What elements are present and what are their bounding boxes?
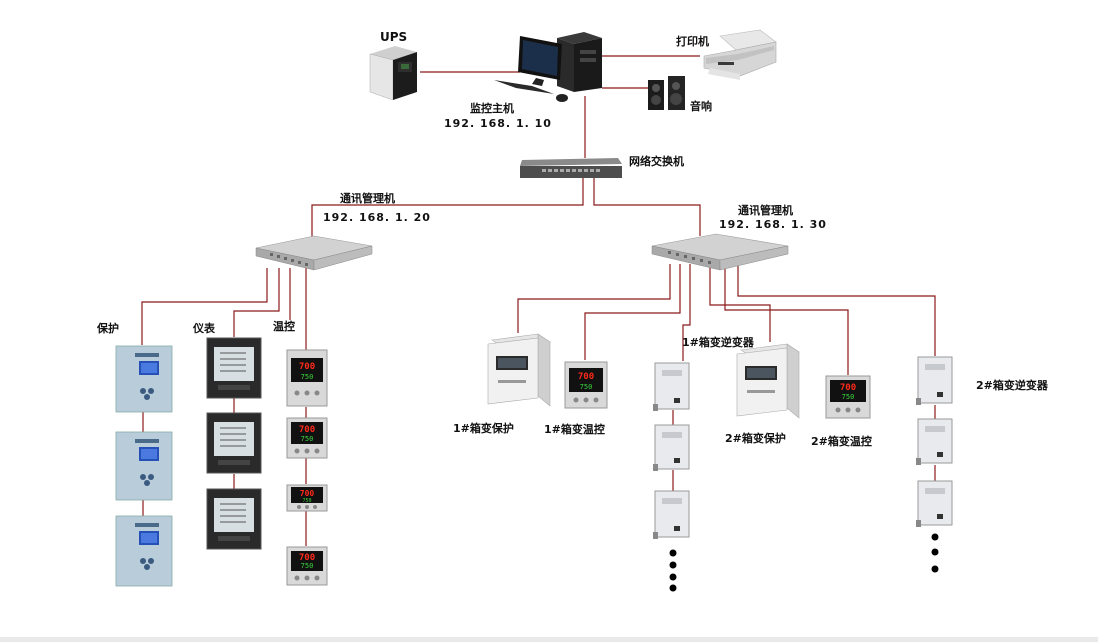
svg-text:750: 750	[842, 393, 855, 401]
svg-text:700: 700	[840, 383, 856, 393]
box2-protection-icon	[736, 343, 800, 419]
box2-inverter-2-icon	[916, 418, 953, 465]
temp-controller-3-icon: 700 750	[286, 484, 328, 512]
svg-text:700: 700	[578, 372, 594, 382]
box1-inverter-2-icon	[653, 424, 690, 471]
box2-temp-icon: 700 750	[825, 375, 871, 419]
svg-text:750: 750	[301, 373, 314, 381]
meter-2-icon	[206, 412, 262, 474]
mgr-right-icon	[651, 233, 789, 271]
svg-text:700: 700	[299, 362, 315, 372]
box2-protection-label: 2#箱变保护	[725, 432, 786, 445]
bottom-edge	[0, 637, 1098, 642]
box2-inverter-label: 2#箱变逆变器	[976, 379, 1048, 392]
svg-text:750: 750	[301, 562, 314, 570]
svg-text:700: 700	[299, 553, 315, 563]
host-label: 监控主机	[470, 102, 514, 115]
mgr-left-ip: 192. 168. 1. 20	[323, 211, 431, 224]
speaker-label: 音响	[690, 100, 712, 113]
box1-protection-icon	[487, 333, 551, 407]
box1-protection-label: 1#箱变保护	[453, 422, 514, 435]
temp-controller-4-icon: 700 750	[286, 546, 328, 586]
protection-relay-3-icon	[115, 515, 173, 587]
meter-3-icon	[206, 488, 262, 550]
protection-relay-2-icon	[115, 431, 173, 501]
box2-inverter-3-icon	[916, 480, 953, 527]
svg-text:750: 750	[580, 383, 593, 391]
ups-icon	[369, 46, 417, 101]
printer-label: 打印机	[676, 35, 709, 48]
temp-controller-2-icon: 700 750	[286, 417, 328, 459]
protection-label: 保护	[97, 322, 119, 335]
host-ip: 192. 168. 1. 10	[444, 117, 552, 130]
box1-temp-icon: 700 750	[564, 361, 608, 409]
svg-text:750: 750	[302, 498, 311, 504]
mgr-right-label: 通讯管理机	[738, 204, 793, 217]
svg-text:700: 700	[300, 489, 315, 498]
temp-label: 温控	[273, 320, 295, 333]
mgr-right-ip: 192. 168. 1. 30	[719, 218, 827, 231]
host-computer-icon	[494, 32, 602, 102]
box2-inverter-1-icon	[916, 356, 953, 405]
protection-relay-1-icon	[115, 345, 173, 413]
box1-inverter-1-icon	[653, 362, 690, 411]
box2-temp-label: 2#箱变温控	[811, 435, 872, 448]
mgr-left-label: 通讯管理机	[340, 192, 395, 205]
box1-inverter-3-icon	[653, 490, 690, 539]
printer-icon	[703, 29, 777, 80]
switch-label: 网络交换机	[629, 155, 684, 168]
meter-1-icon	[206, 337, 262, 399]
box2-more-dots-icon	[931, 533, 939, 573]
ups-label: UPS	[380, 30, 408, 44]
svg-text:700: 700	[299, 425, 315, 435]
network-switch-icon	[520, 158, 622, 178]
box1-temp-label: 1#箱变温控	[544, 423, 605, 436]
meter-label: 仪表	[193, 322, 215, 335]
speaker-icon	[648, 76, 685, 110]
temp-controller-1-icon: 700 750	[286, 349, 328, 407]
box1-inverter-label: 1#箱变逆变器	[682, 336, 754, 349]
box1-more-dots-icon	[669, 549, 677, 592]
svg-text:750: 750	[301, 435, 314, 443]
mgr-left-icon	[255, 235, 373, 271]
